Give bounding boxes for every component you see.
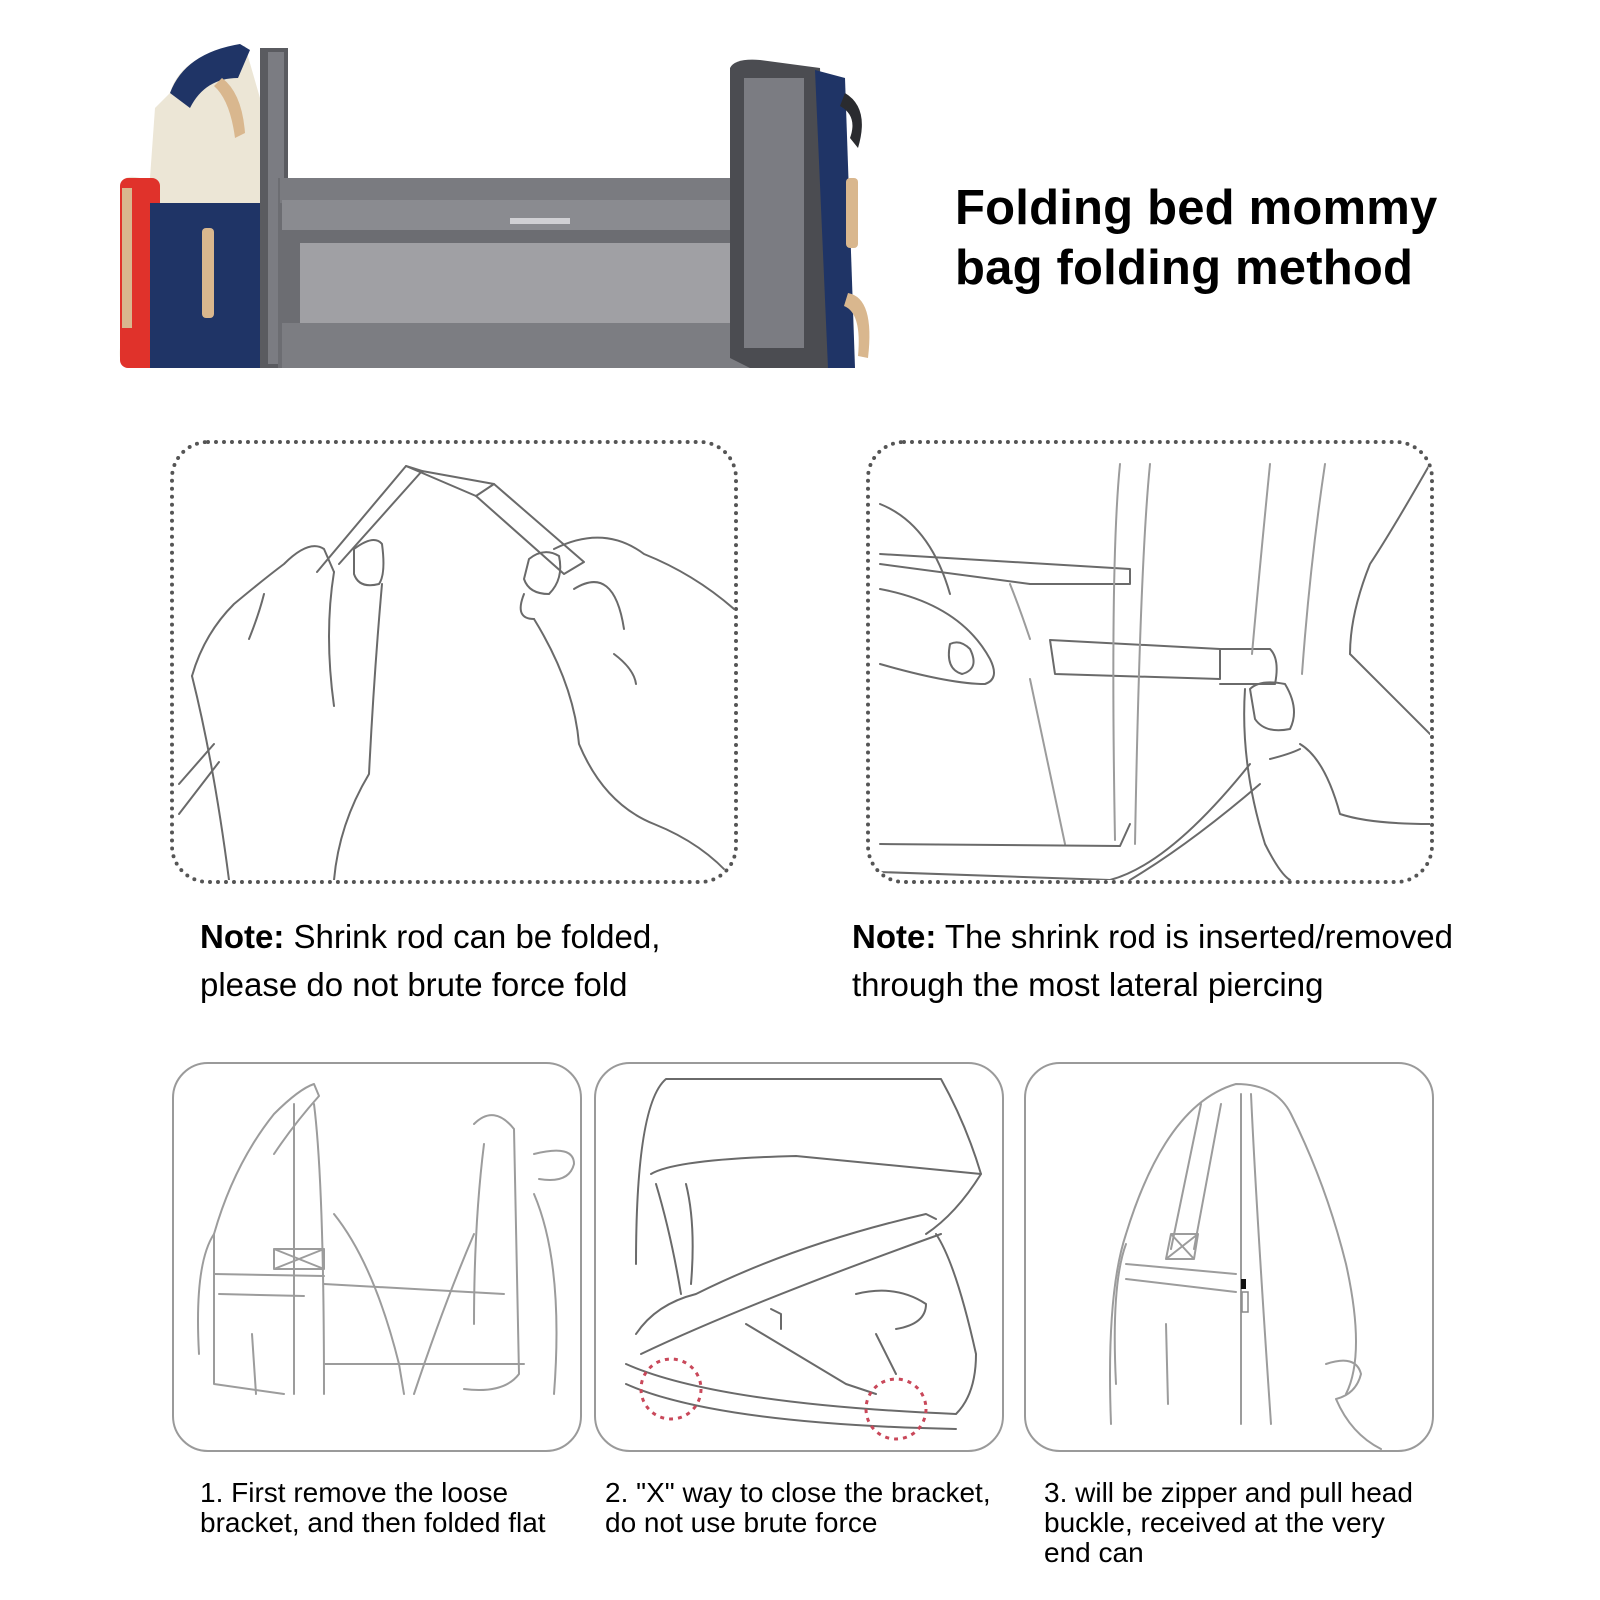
step-1-caption: 1. First remove the loose bracket, and t… [200, 1478, 590, 1538]
note-2-line-1: The shrink rod is inserted/removed [936, 918, 1453, 955]
bag-unfolding-icon [197, 1083, 575, 1395]
note-1-label: Note: [200, 918, 285, 955]
step-3-line-2: buckle, received at the very [1044, 1507, 1385, 1538]
product-photo [110, 38, 890, 388]
note-2-label: Note: [852, 918, 937, 955]
step-2-line-1: 2. "X" way to close the bracket, [605, 1477, 991, 1508]
note-1: Note: Shrink rod can be folded, please d… [200, 913, 800, 1009]
note-1-line-1: Shrink rod can be folded, [284, 918, 661, 955]
step-3-line-1: 3. will be zipper and pull head [1044, 1477, 1413, 1508]
page-title: Folding bed mommy bag folding method [955, 178, 1515, 298]
step-2-caption: 2. "X" way to close the bracket, do not … [605, 1478, 1025, 1538]
title-line-2: bag folding method [955, 241, 1414, 295]
note-illustration-1 [170, 440, 738, 884]
step-3-line-3: end can [1044, 1537, 1144, 1568]
bag-bed-image [119, 44, 870, 369]
step-illustration-2 [594, 1062, 1004, 1452]
title-line-1: Folding bed mommy [955, 181, 1438, 235]
bracket-closing-icon [625, 1078, 982, 1441]
note-2: Note: The shrink rod is inserted/removed… [852, 913, 1592, 1009]
step-illustration-3 [1024, 1062, 1434, 1452]
step-2-line-2: do not use brute force [605, 1507, 878, 1538]
step-illustration-1 [172, 1062, 582, 1452]
hands-folding-rod-icon [178, 465, 734, 880]
rod-insertion-icon [879, 463, 1430, 880]
note-1-line-2: please do not brute force fold [200, 966, 628, 1003]
note-illustration-2 [866, 440, 1434, 884]
step-1-line-2: bracket, and then folded flat [200, 1507, 546, 1538]
note-2-line-2: through the most lateral piercing [852, 966, 1324, 1003]
step-1-line-1: 1. First remove the loose [200, 1477, 509, 1508]
bag-zipped-closed-icon [1109, 1083, 1382, 1450]
step-3-caption: 3. will be zipper and pull head buckle, … [1044, 1478, 1464, 1568]
